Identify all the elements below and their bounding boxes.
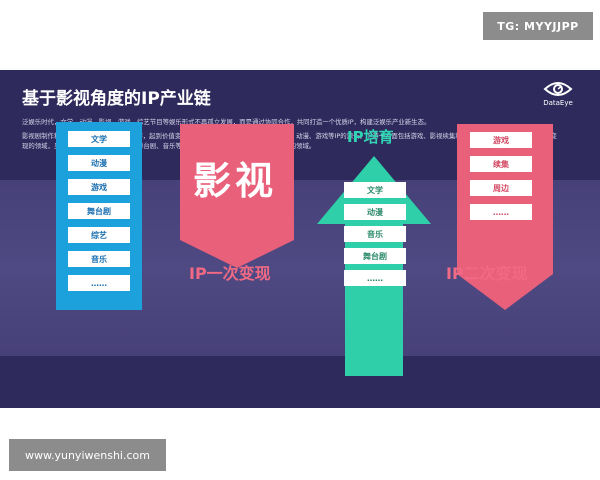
list-item: 音乐: [344, 226, 406, 242]
infographic-slide: 基于影视角度的IP产业链 DataEye 泛娱乐时代，文学、动漫、影视、游戏、综…: [0, 70, 600, 408]
downstream-list: 游戏 续集 周边 ……: [470, 132, 532, 228]
list-item: 舞台剧: [68, 203, 130, 219]
list-item: 动漫: [68, 155, 130, 171]
watermark-badge: TG: MYYJJPP: [483, 12, 593, 40]
cultivation-list: 文学 动漫 音乐 舞台剧 ……: [344, 182, 406, 292]
upstream-list: 文学 动漫 游戏 舞台剧 综艺 音乐 ……: [68, 131, 130, 299]
logo-text: DataEye: [543, 99, 573, 107]
list-item: ……: [344, 270, 406, 286]
intro-paragraph: 泛娱乐时代，文学、动漫、影视、游戏、综艺节目等娱乐形式不再孤立发展，而是通过协同…: [22, 118, 431, 126]
list-item: 续集: [470, 156, 532, 172]
list-item: 动漫: [344, 204, 406, 220]
film-tv-title: 影视: [193, 159, 278, 203]
slide-title: 基于影视角度的IP产业链: [22, 89, 211, 109]
list-item: 舞台剧: [344, 248, 406, 264]
film-tv-arrow: [180, 124, 294, 268]
list-item: 周边: [470, 180, 532, 196]
first-monetization-caption: IP一次变现: [189, 264, 271, 283]
dataeye-logo: DataEye: [532, 80, 584, 107]
list-item: 音乐: [68, 251, 130, 267]
list-item: 游戏: [68, 179, 130, 195]
list-item: ……: [68, 275, 130, 291]
list-item: ……: [470, 204, 532, 220]
website-watermark: www.yunyiwenshi.com: [9, 439, 166, 471]
second-monetization-caption: IP二次变现: [446, 264, 528, 283]
ip-cultivation-title: IP培育: [347, 128, 394, 146]
list-item: 文学: [68, 131, 130, 147]
eye-icon: [543, 82, 573, 96]
list-item: 游戏: [470, 132, 532, 148]
list-item: 综艺: [68, 227, 130, 243]
list-item: 文学: [344, 182, 406, 198]
upstream-ip-panel: 文学 动漫 游戏 舞台剧 综艺 音乐 ……: [56, 122, 142, 310]
